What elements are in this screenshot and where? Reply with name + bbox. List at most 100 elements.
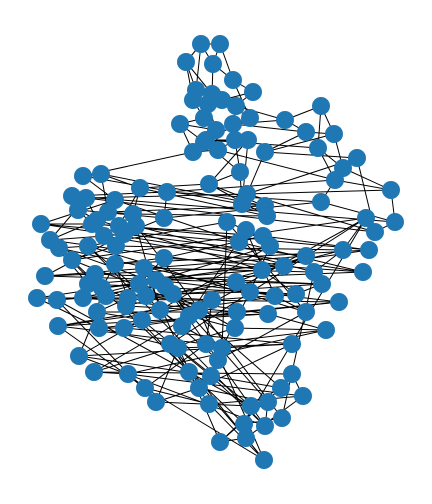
graph-edge [217,149,336,181]
graph-node [127,217,145,235]
graph-edge [77,209,165,219]
graph-node [211,35,229,53]
graph-node [151,301,169,319]
graph-node [330,293,348,311]
graph-node [202,367,220,385]
graph-node [261,237,279,255]
graph-node [133,311,151,329]
graph-node [294,387,312,405]
graph-node [273,409,291,427]
graph-node [227,273,245,291]
graph-node [200,395,218,413]
graph-edge [56,299,252,407]
graph-node [195,109,213,127]
graph-edge [139,183,210,189]
graph-node [366,223,384,241]
graph-node [155,249,173,267]
graph-node [115,319,133,337]
graph-edge [36,297,100,329]
graph-node [297,247,315,265]
graph-node [276,111,294,129]
graph-node [197,335,215,353]
graph-node [255,451,273,469]
graph-node [283,365,301,383]
graph-edge [132,213,268,217]
graph-node [184,91,202,109]
graph-node [95,227,113,245]
graph-node [63,251,81,269]
graph-node [237,221,255,239]
graph-node [199,95,217,113]
graph-node [97,287,115,305]
graph-edge [234,327,327,331]
graph-node [136,379,154,397]
graph-node [305,263,323,281]
graph-node [354,263,372,281]
graph-node [253,261,271,279]
graph-node [88,303,106,321]
graph-edge [169,217,367,345]
graph-node [49,317,67,335]
graph-node [63,187,81,205]
graph-node [266,287,284,305]
graph-node [156,277,174,295]
graph-node [190,301,208,319]
graph-node [158,183,176,201]
graph-edge [57,299,213,327]
graph-node [48,291,66,309]
graph-node [203,291,221,309]
graph-edge [235,255,307,283]
graph-node [256,417,274,435]
graph-node [325,125,343,143]
graph-node [173,317,191,335]
graph-edge [144,343,207,389]
graph-node [231,163,249,181]
graph-node [228,303,246,321]
graph-node [259,393,277,411]
graph-node [70,347,88,365]
graph-edge [264,133,335,153]
graph-node [180,363,198,381]
graph-node [155,209,173,227]
graph-node [171,115,189,133]
graph-node [334,241,352,259]
graph-edge [217,311,307,361]
graph-node [258,207,276,225]
graph-node [357,209,375,227]
graph-node [209,141,227,159]
graph-node [348,149,366,167]
graph-edge [208,403,265,461]
graph-node [32,215,50,233]
graph-edge [172,281,237,295]
graph-node [36,267,54,285]
graph-node [74,289,92,307]
graph-node [224,71,242,89]
graph-node [85,363,103,381]
graph-node [386,213,404,231]
graph-node [233,195,251,213]
graph-node [131,179,149,197]
graph-node [28,289,46,307]
graph-node [137,287,155,305]
graph-node [79,237,97,255]
graph-node [317,321,335,339]
graph-node [177,53,195,71]
graph-node [241,109,259,127]
graph-node [239,131,257,149]
graph-node [235,415,253,433]
graph-node [256,143,274,161]
graph-node [275,257,293,275]
graph-edge [267,313,327,331]
graph-node [200,175,218,193]
graph-node [83,215,101,233]
graph-node [218,213,236,231]
graph-node [382,181,400,199]
graph-edge [221,221,228,349]
node-layer [28,35,404,469]
graph-node [117,297,135,315]
graph-edge [320,201,396,223]
graph-node [119,365,137,383]
graph-edge [246,189,392,195]
graph-node [50,239,68,257]
